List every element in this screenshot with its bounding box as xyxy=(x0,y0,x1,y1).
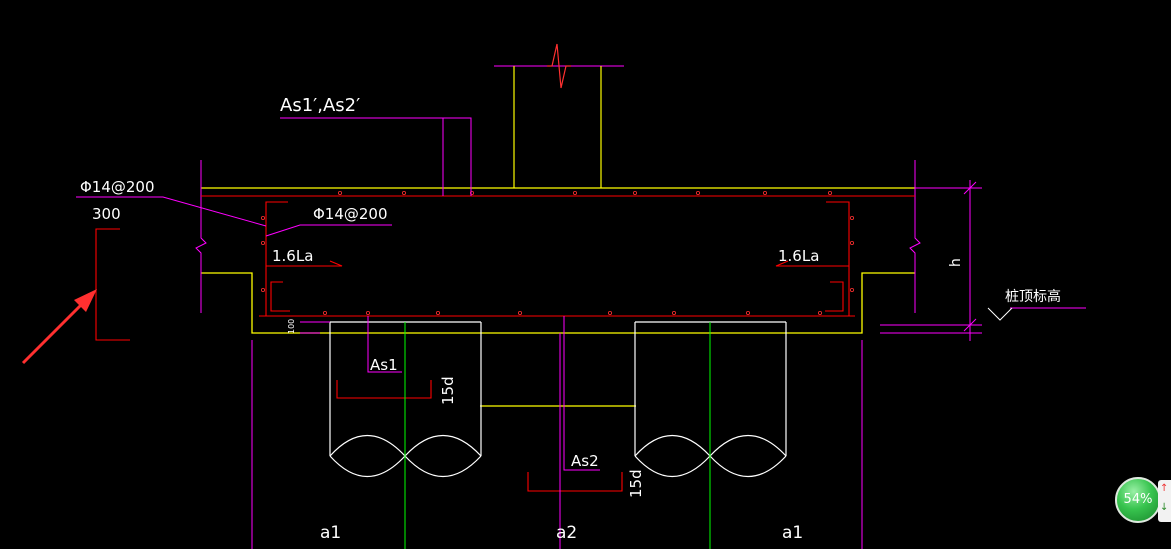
down-arrow-icon: ↓ xyxy=(1160,502,1169,513)
label-15d-right: 15d xyxy=(627,469,645,498)
up-arrow-icon: ↑ xyxy=(1160,483,1169,494)
label-pile-top-elevation: 桩顶标高 xyxy=(1005,288,1061,305)
red-arrow-icon xyxy=(21,289,97,365)
cap-break-lines xyxy=(195,160,921,313)
label-as2: As2 xyxy=(571,452,599,470)
elevation-marker xyxy=(987,307,1013,321)
label-phi14-inner: Φ14@200 xyxy=(313,205,388,223)
label-anchor-left: 1.6La xyxy=(272,247,313,265)
label-as1: As1 xyxy=(370,356,398,374)
rebar-dots xyxy=(260,190,855,315)
rebar-cage xyxy=(201,195,915,492)
dimension-lines xyxy=(76,117,1086,549)
side-status-panel[interactable]: ↑ ↓ xyxy=(1158,480,1171,522)
break-line-symbol xyxy=(547,43,571,89)
label-span-a1-right: a1 xyxy=(782,523,803,543)
label-span-a2: a2 xyxy=(556,523,577,543)
label-phi14-outer: Φ14@200 xyxy=(80,178,155,196)
zoom-level-button[interactable]: 54% xyxy=(1115,477,1161,523)
column xyxy=(494,43,624,188)
label-as1p-as2p: As1′,As2′ xyxy=(280,95,360,116)
label-span-a1-left: a1 xyxy=(320,523,341,543)
label-dim-300: 300 xyxy=(92,205,121,223)
label-anchor-right: 1.6La xyxy=(778,247,819,265)
label-dim-100: 100 xyxy=(287,319,296,334)
zoom-level-text: 54% xyxy=(1123,492,1153,507)
pile-axes xyxy=(404,322,711,549)
pile-cap-outline xyxy=(201,187,915,407)
label-15d-left: 15d xyxy=(439,376,457,405)
label-height-h: h xyxy=(948,258,964,267)
annotation-bracket xyxy=(95,228,130,341)
